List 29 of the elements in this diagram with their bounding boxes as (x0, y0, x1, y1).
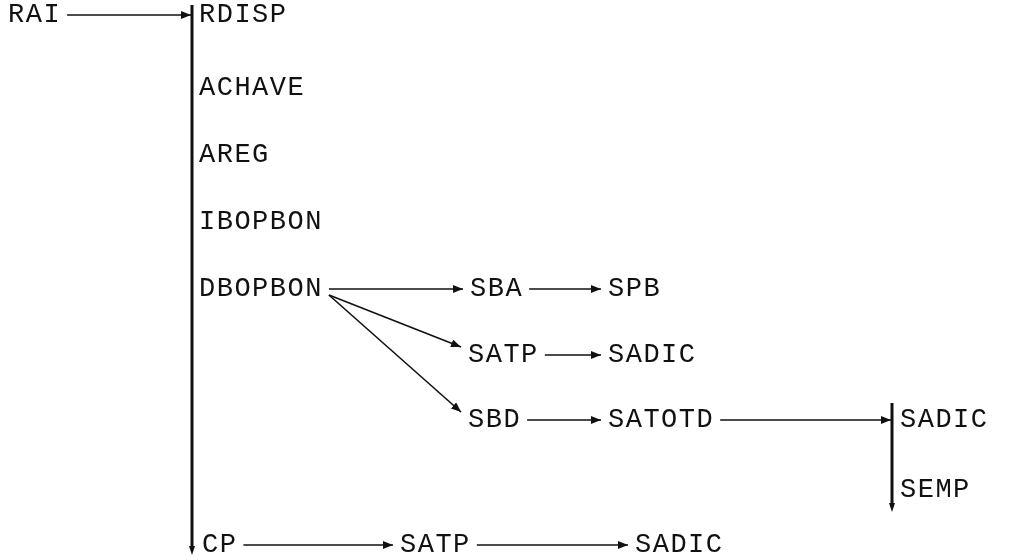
arrow (242, 541, 394, 549)
arrow (526, 416, 602, 424)
module-label: RAI (8, 0, 62, 30)
module-label: RDISP (199, 0, 288, 30)
arrow (544, 351, 602, 359)
module-label: IBOPBON (199, 207, 323, 237)
arrow (328, 294, 462, 413)
arrow (66, 11, 192, 19)
module-label: SBA (470, 274, 524, 304)
module-label: SADIC (635, 530, 724, 560)
arrow (719, 416, 892, 424)
arrow (476, 541, 629, 549)
module-label: SADIC (900, 405, 989, 435)
module-label: SATOTD (608, 405, 715, 435)
module-label: SATP (400, 530, 471, 560)
module-label: ACHAVE (199, 73, 306, 103)
sequence-bar (187, 5, 197, 555)
module-label: SPB (608, 274, 662, 304)
module-label: SADIC (608, 340, 697, 370)
module-label: CP (202, 530, 238, 560)
sequence-bar (887, 403, 897, 512)
module-label: SBD (468, 405, 522, 435)
module-label: SATP (468, 340, 539, 370)
arrow (328, 285, 464, 293)
module-label: SEMP (900, 475, 971, 505)
module-label: DBOPBON (199, 274, 323, 304)
arrow (328, 294, 462, 348)
arrow (528, 285, 602, 293)
module-label: AREG (199, 140, 270, 170)
